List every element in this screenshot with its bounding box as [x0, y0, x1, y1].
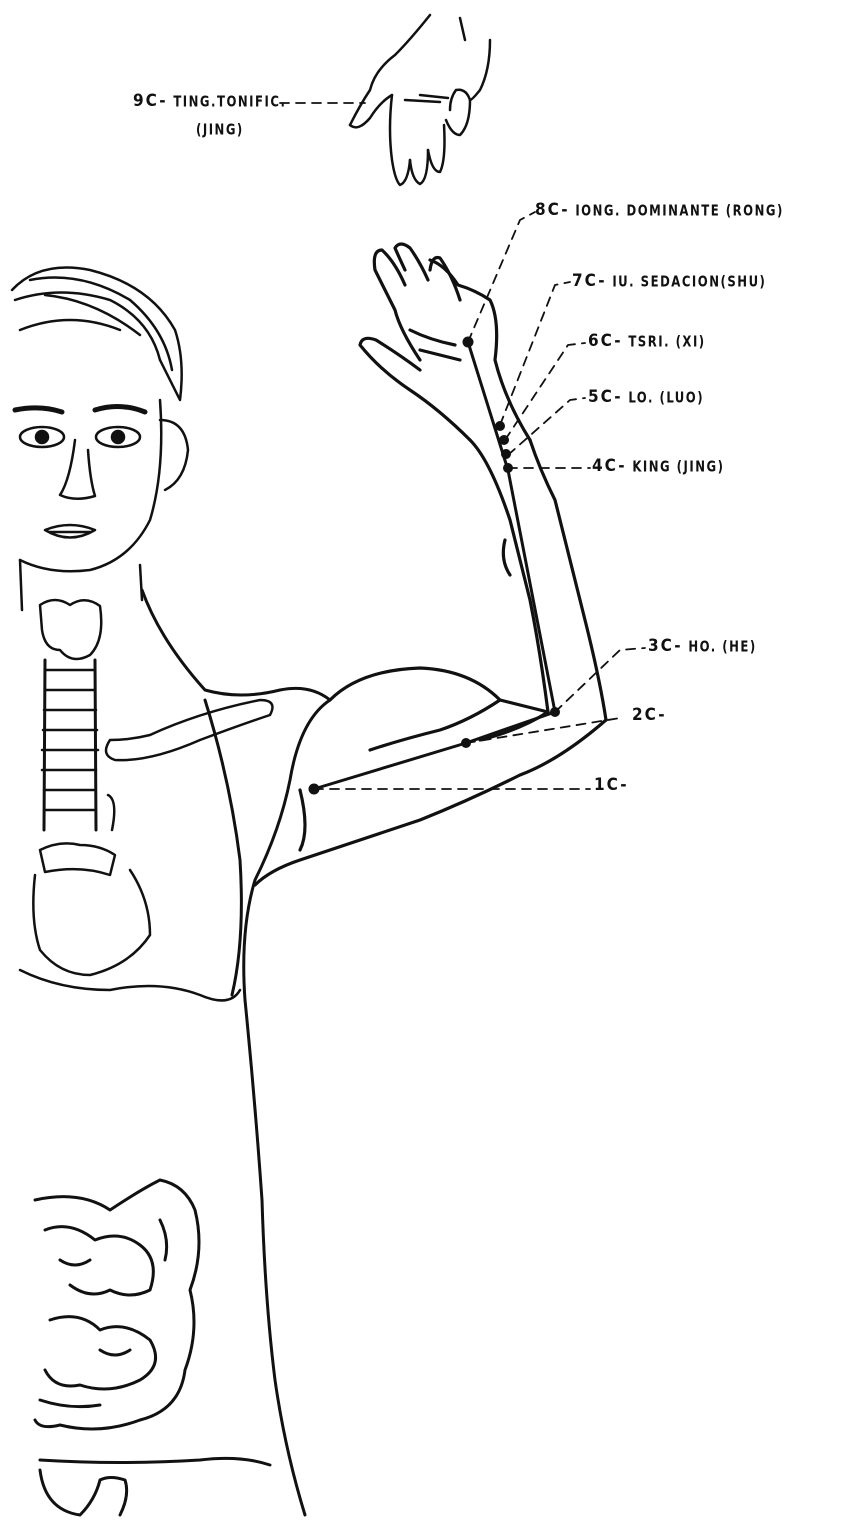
label-7c: 7C- IU. SEDACION(SHU): [572, 273, 766, 290]
leader-5c: [508, 398, 585, 455]
label-7c-text: IU. SEDACION(SHU): [612, 275, 766, 290]
point-7c-dot: [495, 421, 505, 431]
intestines-drawing: [35, 1180, 199, 1429]
leader-6c: [505, 343, 585, 440]
clavicle-drawing: [106, 700, 272, 760]
leader-8c: [468, 212, 535, 342]
label-2c: 2C-: [632, 707, 667, 724]
label-1c: 1C-: [594, 777, 629, 794]
leader-2c: [466, 718, 620, 743]
label-8c: 8C- IONG. DOMINANTE (RONG): [535, 202, 784, 219]
point-5c-dot: [501, 449, 511, 459]
label-6c-code: 6C-: [588, 331, 623, 351]
point-8c-dot: [463, 337, 474, 348]
small-hand-drawing: [350, 15, 490, 185]
label-4c: 4C- KING (JING): [592, 458, 724, 475]
face-drawing: [12, 268, 188, 572]
heart-drawing: [20, 870, 240, 1000]
label-9c-text: TING.TONIFIC.: [173, 95, 286, 110]
point-2c-dot: [461, 738, 471, 748]
label-5c-text: LO. (LUO): [628, 391, 704, 406]
label-3c: 3C- HO. (HE): [648, 638, 757, 655]
label-5c: 5C- LO. (LUO): [588, 389, 704, 406]
trachea-spine-drawing: [20, 560, 142, 875]
label-4c-text: KING (JING): [632, 460, 724, 475]
label-1c-code: 1C-: [594, 775, 629, 795]
label-6c-text: TSRI. (XI): [628, 335, 705, 350]
label-2c-code: 2C-: [632, 705, 667, 725]
label-3c-code: 3C-: [648, 636, 683, 656]
label-4c-code: 4C-: [592, 456, 627, 476]
label-5c-code: 5C-: [588, 387, 623, 407]
label-7c-code: 7C-: [572, 271, 607, 291]
label-8c-text: IONG. DOMINANTE (RONG): [575, 204, 784, 219]
point-6c-dot: [499, 435, 509, 445]
label-9c-code: 9C-: [133, 91, 168, 111]
label-8c-code: 8C-: [535, 200, 570, 220]
label-3c-text: HO. (HE): [688, 640, 756, 655]
label-6c: 6C- TSRI. (XI): [588, 333, 706, 350]
point-4c-dot: [503, 463, 513, 473]
point-1c-dot: [309, 784, 320, 795]
point-3c-dot: [550, 707, 560, 717]
label-9c: 9C- TING.TONIFIC.: [133, 93, 286, 110]
label-9c-sub: (JING): [196, 122, 244, 137]
